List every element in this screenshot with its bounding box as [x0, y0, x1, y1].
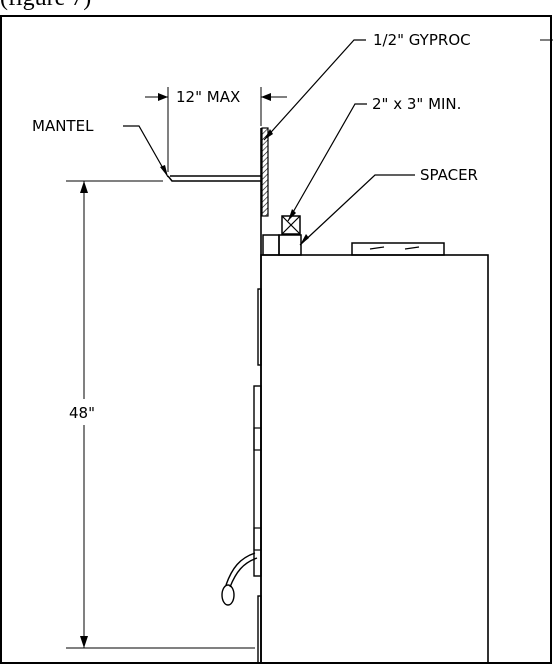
- label-12-max: 12" MAX: [176, 88, 240, 106]
- top-vent-box: [351, 242, 445, 256]
- diagram-frame: [0, 15, 552, 664]
- stud-2x3: [281, 215, 301, 235]
- leader-mantel: [123, 125, 169, 178]
- dimension-48: [66, 180, 255, 649]
- fireplace-unit: [260, 242, 489, 664]
- gyproc-wall: [260, 127, 269, 664]
- label-stud: 2" x 3" MIN.: [372, 95, 461, 113]
- leader-spacer: [299, 174, 415, 246]
- dimension-12-max: [145, 87, 287, 172]
- spacer-block: [262, 234, 302, 256]
- leader-stud: [287, 103, 367, 222]
- leader-gyproc: [263, 39, 553, 141]
- figure-caption-fragment: (figure 7): [0, 0, 91, 10]
- label-gyproc: 1/2" GYPROC: [373, 31, 471, 49]
- label-spacer: SPACER: [420, 166, 478, 184]
- mantel-shelf: [167, 175, 261, 182]
- door-handle: [221, 552, 258, 606]
- label-mantel: MANTEL: [32, 117, 94, 135]
- front-panels: [253, 288, 262, 664]
- label-48: 48": [69, 404, 95, 422]
